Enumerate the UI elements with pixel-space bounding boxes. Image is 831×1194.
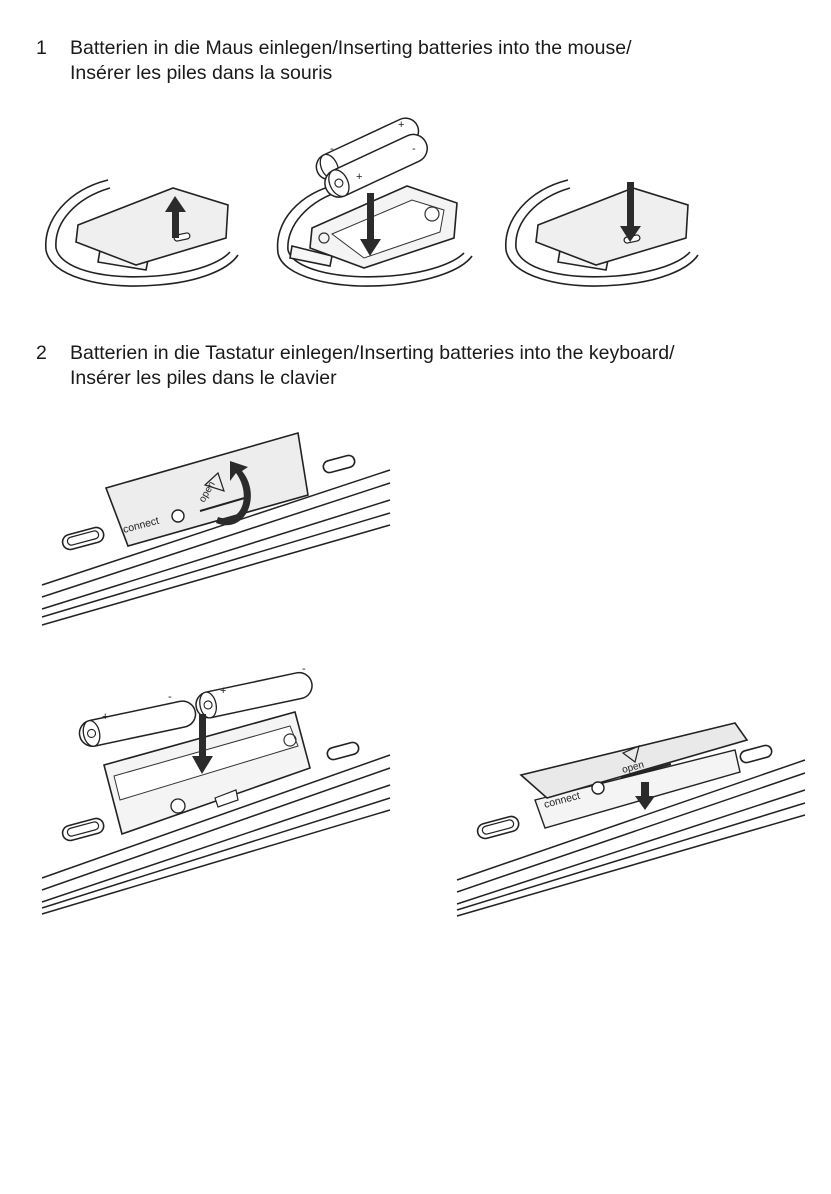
keyboard-foot xyxy=(476,815,520,840)
step-title: Batterien in die Maus einlegen/Inserting… xyxy=(70,36,632,86)
step-title-line-2: Insérer les piles dans la souris xyxy=(70,61,632,86)
connect-button xyxy=(172,510,184,522)
step-number: 1 xyxy=(36,36,66,61)
minus-sign: - xyxy=(302,663,306,675)
step-title-line-1: Batterien in die Tastatur einlegen/Inser… xyxy=(70,341,675,366)
step-title: Batterien in die Tastatur einlegen/Inser… xyxy=(70,341,675,391)
plus-sign: + xyxy=(102,711,108,723)
plus-sign: + xyxy=(398,119,404,131)
keyboard-cover-close-illustration: connect open xyxy=(455,720,810,920)
keyboard-battery-insert-illustration: + - + - xyxy=(40,650,395,915)
battery-right xyxy=(194,670,315,720)
plus-sign: + xyxy=(356,171,362,183)
keyboard-cover-open-illustration: connect open xyxy=(40,425,395,630)
keyboard-foot xyxy=(322,454,356,474)
plus-sign: + xyxy=(220,685,226,697)
keyboard-foot xyxy=(61,526,105,551)
step-number: 2 xyxy=(36,341,66,366)
minus-sign: - xyxy=(330,143,334,155)
keyboard-foot xyxy=(326,741,360,761)
connect-button xyxy=(592,782,604,794)
battery-left xyxy=(77,699,198,749)
keyboard-foot xyxy=(61,817,105,842)
keyboard-foot xyxy=(739,744,773,764)
mouse-battery-insert-illustration: + + - - xyxy=(272,108,482,298)
mouse-cover-close-illustration xyxy=(498,160,708,295)
mouse-cover-open-illustration xyxy=(38,160,248,295)
step-title-line-1: Batterien in die Maus einlegen/Inserting… xyxy=(70,36,632,61)
minus-sign: - xyxy=(412,143,416,155)
step-title-line-2: Insérer les piles dans le clavier xyxy=(70,366,675,391)
minus-sign: - xyxy=(168,691,172,703)
